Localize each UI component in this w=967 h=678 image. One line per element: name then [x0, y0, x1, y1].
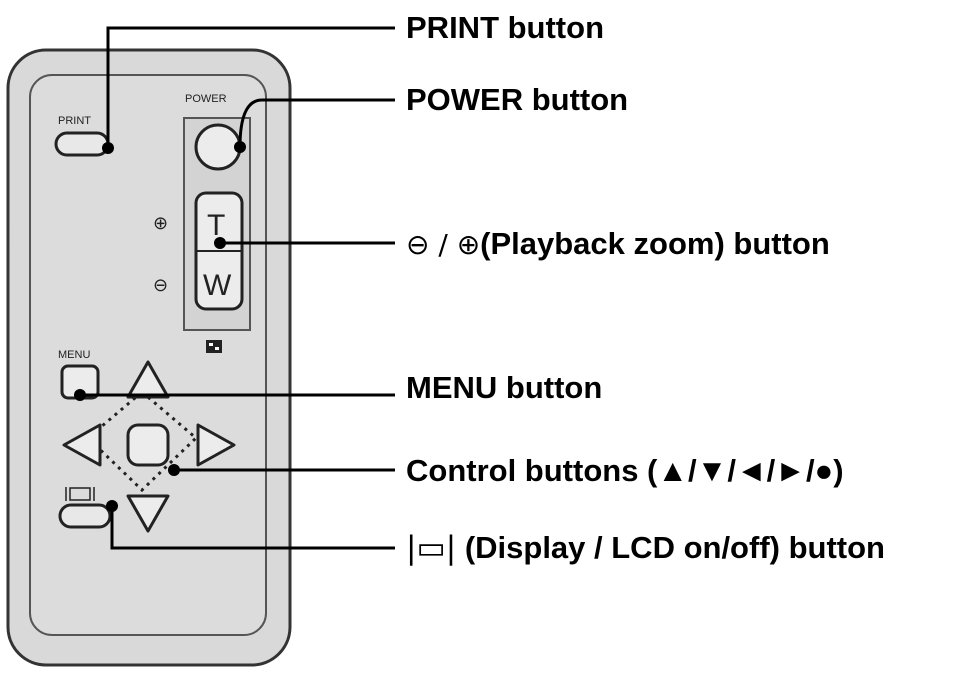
power-button[interactable] — [194, 123, 242, 171]
callout-zoom: ⊖ / ⊕(Playback zoom) button — [406, 228, 830, 259]
control-center-button[interactable] — [126, 423, 170, 467]
zoom-callout-text: (Playback zoom) button — [480, 226, 830, 261]
leader-display — [110, 506, 395, 550]
dot-power — [234, 141, 246, 153]
zoom-in-icon: ⊕ — [153, 213, 168, 234]
display-button[interactable] — [58, 503, 112, 529]
leader-lines — [80, 26, 395, 550]
control-up-button[interactable] — [126, 360, 170, 399]
menu-label: MENU — [58, 349, 90, 361]
zoom-callout-icons: ⊖ / ⊕ — [406, 228, 481, 261]
zoom-tele-letter: T — [207, 209, 225, 242]
print-label: PRINT — [58, 115, 91, 127]
display-icon — [65, 487, 95, 501]
dot-menu — [74, 389, 86, 401]
leader-power — [238, 98, 395, 148]
index-icon — [206, 340, 222, 353]
print-button[interactable] — [54, 131, 110, 157]
control-left-button[interactable] — [62, 423, 102, 467]
dot-display — [106, 500, 118, 512]
zoom-out-icon: ⊖ — [153, 275, 168, 296]
callout-print: PRINT button — [406, 10, 605, 45]
callout-menu: MENU button — [406, 370, 603, 405]
control-down-button[interactable] — [126, 494, 170, 533]
control-right-button[interactable] — [196, 423, 236, 467]
leader-print — [106, 26, 395, 148]
power-label: POWER — [185, 93, 227, 105]
control-pad-outline — [85, 390, 199, 493]
dot-zoom — [214, 237, 226, 249]
display-callout-icon: |▭| — [406, 530, 457, 566]
dot-print — [102, 142, 114, 154]
callout-display: |▭| (Display / LCD on/off) button — [406, 532, 885, 564]
callout-power: POWER button — [406, 82, 629, 117]
callout-control: Control buttons (▲/▼/◄/►/●) — [406, 453, 844, 488]
display-callout-text: (Display / LCD on/off) button — [464, 530, 885, 565]
dot-control — [168, 464, 180, 476]
leader-dots — [74, 141, 246, 512]
zoom-wide-letter: W — [203, 269, 232, 302]
